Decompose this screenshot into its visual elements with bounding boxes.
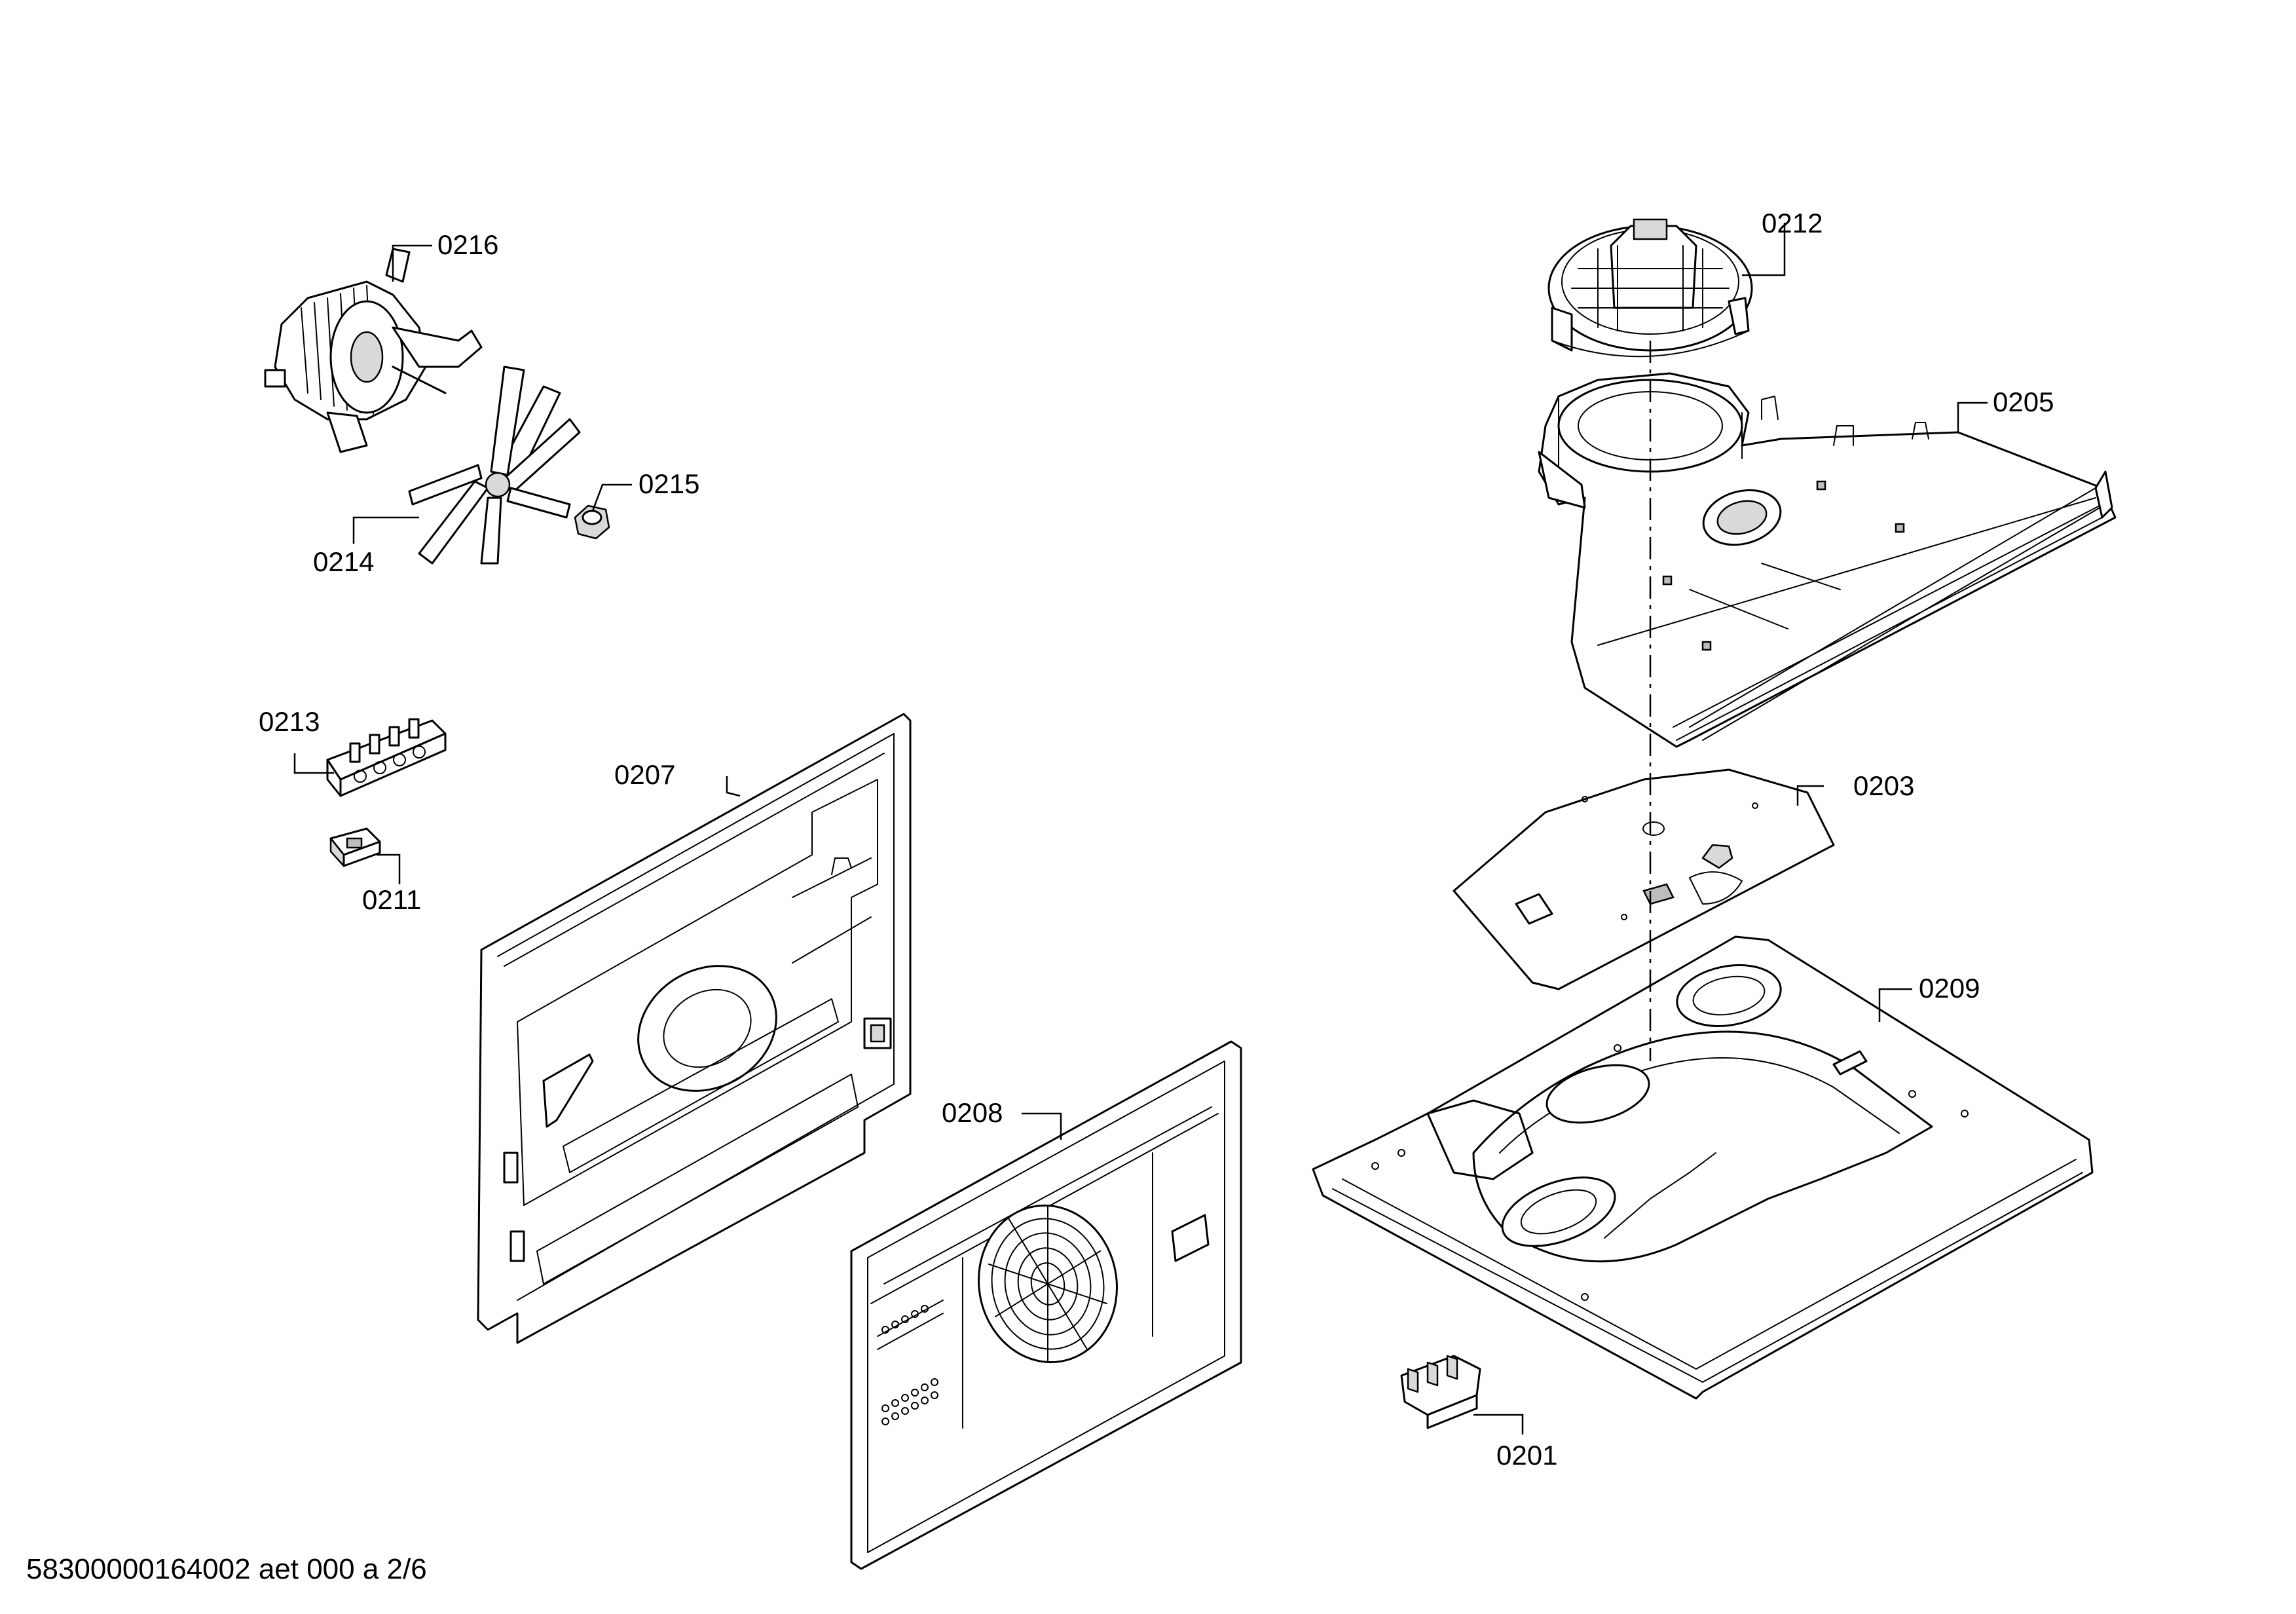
label-0213: 0213 [259,706,320,737]
label-0209: 0209 [1919,973,1980,1004]
part-0203-insulation-plate [1453,768,1835,990]
label-0203: 0203 [1853,770,1914,801]
part-0215-nut [574,504,610,540]
part-0207-rear-panel [477,713,912,1344]
label-0207: 0207 [614,759,675,790]
part-0212-fan-wheel [1547,218,1753,358]
leader-lines [293,223,1988,1435]
part-0201-connector [1400,1355,1481,1429]
label-0215: 0215 [639,468,699,499]
part-0214-fan-blade [408,366,581,565]
part-0213-terminal-block [326,718,447,797]
part-0205-air-duct [1538,372,2117,748]
label-0211: 0211 [362,884,421,915]
label-0205: 0205 [1993,386,2054,417]
label-0216: 0216 [437,229,498,260]
document-id: 58300000164002 aet 000 a 2/6 [26,1553,427,1585]
part-0216-fan-motor [264,248,483,453]
part-0209-oven-top-sheet [1312,935,2094,1400]
label-0208: 0208 [942,1097,1003,1128]
part-0211-clip [329,827,381,867]
label-0214: 0214 [313,546,374,577]
label-0201: 0201 [1496,1440,1557,1471]
part-0208-rear-wall [850,1040,1242,1570]
label-0212: 0212 [1762,208,1823,238]
